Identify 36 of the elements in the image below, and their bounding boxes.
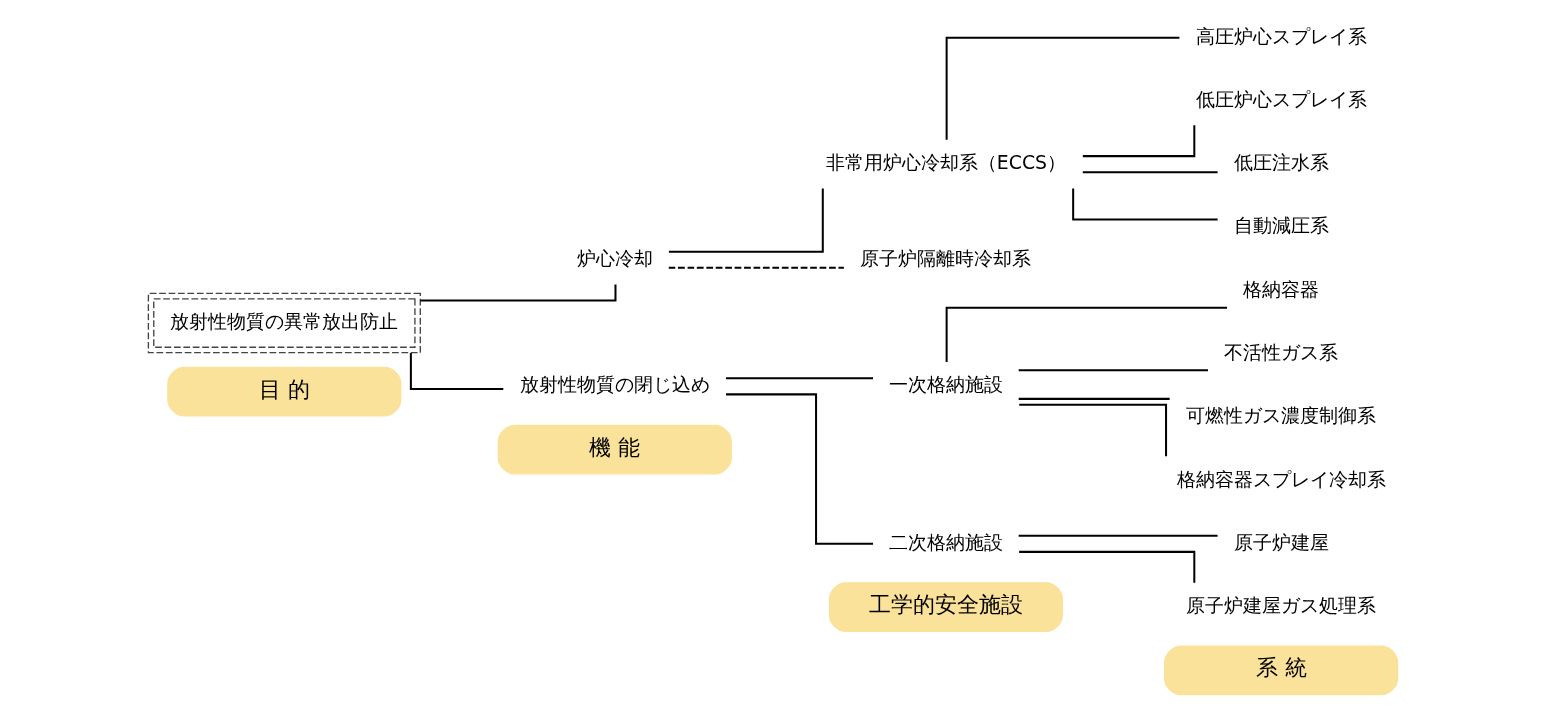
node-text: 自動減圧系 — [1233, 215, 1329, 237]
connector — [1018, 369, 1208, 372]
node-text: 格納容器スプレイ冷却系 — [1176, 468, 1386, 490]
node-text: 原子炉建屋 — [1233, 531, 1329, 553]
node-text: 放射性物質の閉じ込め — [519, 374, 710, 396]
node-text: 高圧炉心スプレイ系 — [1195, 25, 1367, 47]
node-text: 低圧注水系 — [1233, 152, 1329, 174]
node-box: 機 能 — [497, 424, 732, 475]
connector — [1082, 125, 1195, 158]
connector — [409, 352, 503, 390]
node-text: 非常用炉心冷却系（ECCS） — [825, 152, 1066, 174]
node-text: 不活性ガス系 — [1223, 341, 1338, 363]
connector — [1018, 403, 1167, 457]
connector — [668, 188, 824, 253]
node-text: 可燃性ガス濃度制御系 — [1185, 405, 1376, 427]
connector — [945, 36, 1179, 140]
node-box: 工学的安全施設 — [828, 582, 1063, 632]
node-text: 二次格納施設 — [888, 531, 1003, 553]
connector — [945, 306, 1227, 362]
node-box: 目 的 — [166, 366, 401, 417]
connector — [1018, 534, 1218, 537]
connector — [1018, 397, 1170, 400]
node-box: 系 統 — [1163, 645, 1398, 696]
connector — [1071, 188, 1218, 221]
node-text: 炉心冷却 — [576, 247, 653, 269]
node-text: 低圧炉心スプレイ系 — [1195, 88, 1367, 110]
node-box: 放射性物質の異常放出防止 — [147, 292, 421, 354]
connector — [1082, 171, 1218, 174]
connector — [725, 377, 873, 380]
connector — [725, 393, 873, 545]
node-text: 一次格納施設 — [888, 374, 1003, 396]
connector — [1018, 550, 1195, 583]
connector — [668, 266, 844, 269]
node-text: 格納容器 — [1242, 278, 1319, 300]
node-text: 原子炉建屋ガス処理系 — [1185, 595, 1376, 617]
node-text: 原子炉隔離時冷却系 — [859, 247, 1031, 269]
